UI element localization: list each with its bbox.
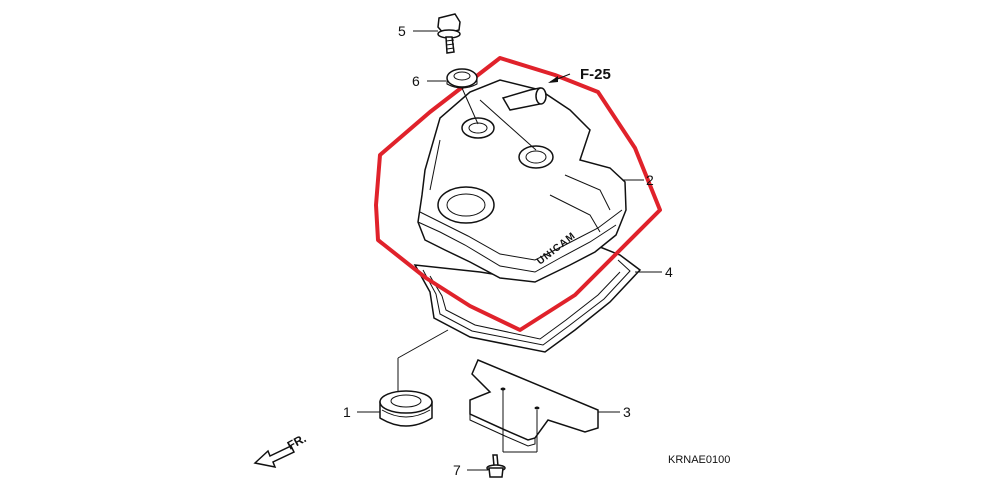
callout-4: 4	[665, 264, 673, 280]
callout-2: 2	[646, 172, 654, 188]
callout-7: 7	[453, 462, 461, 478]
callout-5: 5	[398, 23, 406, 39]
diagram-code: KRNAE0100	[668, 454, 730, 466]
leader-6-to-cover	[461, 87, 479, 125]
leader-1-to-cover	[397, 329, 449, 359]
bolt-part-5[interactable]	[437, 13, 461, 54]
bolt-part-7[interactable]	[486, 454, 506, 478]
leader-6-to-boss	[479, 99, 537, 151]
callout-3: 3	[623, 404, 631, 420]
cylinder-head-cover-part-2[interactable]	[417, 79, 627, 283]
callout-6: 6	[412, 73, 420, 89]
highlight-outline	[374, 56, 662, 332]
callout-1: 1	[343, 404, 351, 420]
front-direction-arrow	[253, 445, 296, 469]
seal-part-1[interactable]	[379, 390, 433, 427]
reference-label[interactable]: F-25	[580, 66, 611, 83]
washer-part-6[interactable]	[446, 68, 478, 89]
plate-part-3[interactable]	[469, 359, 599, 447]
reference-arrow	[548, 73, 571, 83]
